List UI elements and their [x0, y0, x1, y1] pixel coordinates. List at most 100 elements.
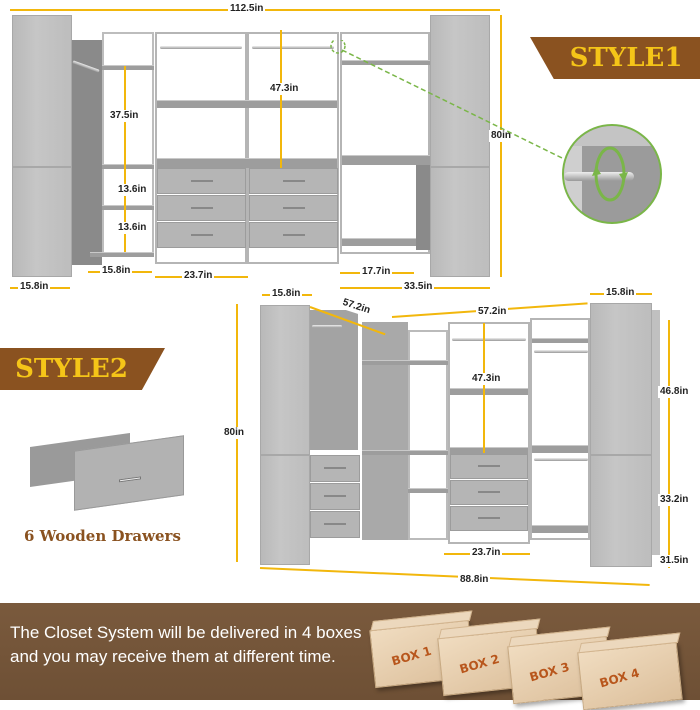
hanging-rod: [534, 458, 588, 461]
style1-corner-width-label: 15.8in: [100, 265, 133, 277]
rotate-arrow-icon: [592, 146, 628, 202]
drawer-handle-icon: [190, 179, 213, 182]
drawer-handle-icon: [478, 491, 500, 494]
drawer: [310, 483, 360, 510]
shelf: [532, 338, 588, 343]
shelf: [342, 60, 430, 65]
style2-right-side: [652, 310, 660, 555]
style2-right-tower-upper: [590, 303, 652, 455]
hanging-rod: [534, 350, 588, 353]
style1-banner: STYLE1: [530, 37, 700, 79]
style1-shelf-height-1-label: 13.6in: [116, 184, 149, 196]
rod-rotation-detail: [562, 124, 662, 224]
style1-left-tower-width-label: 15.8in: [18, 281, 51, 293]
hanging-rod: [452, 338, 526, 341]
drawer: [157, 222, 246, 248]
style2-depth-label: 31.5in: [658, 555, 691, 567]
drawer-handle-icon: [324, 495, 346, 498]
hanging-rod: [564, 172, 634, 181]
style1-left-tower-lower: [12, 167, 72, 277]
style1-right-side-shelves: [416, 165, 430, 250]
drawer-handle-icon: [282, 233, 305, 236]
drawer: [450, 454, 528, 479]
shelf: [532, 525, 588, 533]
drawer-handle-icon: [478, 517, 500, 520]
style2-height-label: 80in: [222, 427, 247, 439]
dimension-line: [280, 30, 282, 168]
shelf: [102, 65, 154, 70]
style2-right-tower-lower: [590, 455, 652, 567]
shelf: [408, 488, 448, 493]
shelf: [102, 164, 154, 169]
drawer: [310, 511, 360, 538]
shelf: [450, 388, 528, 395]
dimension-line: [124, 66, 126, 252]
style1-center-height-label: 47.3in: [268, 83, 301, 95]
drawer: [450, 480, 528, 505]
style1-shelf-height-2-label: 13.6in: [116, 222, 149, 234]
style1-right-inner-width-label: 17.7in: [360, 266, 393, 278]
style1-hanging-height-label: 37.5in: [108, 110, 141, 122]
style1-right-tower-lower: [430, 167, 490, 277]
style1-total-width-label: 112.5in: [228, 3, 266, 15]
hanging-rod: [252, 46, 334, 49]
style2-corner-unit: [362, 322, 408, 540]
dimension-line: [500, 15, 502, 277]
style1-drawer-width-label: 23.7in: [182, 270, 215, 282]
style2-right-lower-height-label: 33.2in: [658, 494, 691, 506]
style2-center-width-label: 57.2in: [476, 306, 509, 318]
drawer: [249, 168, 338, 194]
drawer: [157, 168, 246, 194]
hanging-rod: [160, 46, 242, 49]
style2-banner: STYLE2: [0, 348, 165, 390]
drawer-handle-icon: [282, 179, 305, 182]
drawer-handle-icon: [190, 206, 213, 209]
shelf: [157, 100, 337, 108]
shelf: [157, 158, 337, 168]
style2-center-height-label: 47.3in: [470, 373, 503, 385]
drawer-handle-icon: [282, 206, 305, 209]
box-label: BOX 1: [390, 643, 434, 669]
style1-height-label: 80in: [489, 130, 514, 142]
style1-banner-text: STYLE1: [569, 43, 683, 73]
drawer-handle-icon: [324, 523, 346, 526]
drawer: [450, 506, 528, 531]
style2-drawer-width-label: 23.7in: [470, 547, 503, 559]
style2-right-tower-width-label: 15.8in: [604, 287, 637, 299]
delivery-footer: The Closet System will be delivered in 4…: [0, 603, 700, 710]
style1-right-tower-upper: [430, 15, 490, 167]
style2-total-width-label: 88.8in: [458, 574, 491, 586]
shelf: [362, 450, 448, 455]
shelf: [450, 447, 528, 454]
dimension-line: [483, 323, 485, 453]
shelf: [532, 445, 588, 453]
drawer-handle-icon: [478, 465, 500, 468]
drawer-caption: 6 Wooden Drawers: [24, 527, 181, 545]
shelf: [102, 205, 154, 210]
callout-dashed-line: [330, 40, 563, 159]
drawer: [249, 222, 338, 248]
style2-corner-shelves: [408, 330, 448, 540]
drawer: [249, 195, 338, 221]
style2-left-tower-width-label: 15.8in: [270, 288, 303, 300]
drawer-handle-icon: [190, 233, 213, 236]
box-label: BOX 4: [598, 665, 642, 691]
style1-right-unit: [340, 32, 430, 254]
dimension-line: [668, 453, 670, 568]
drawer: [157, 195, 246, 221]
shelf: [342, 155, 430, 165]
box-label: BOX 3: [528, 659, 572, 685]
style2-right-upper-height-label: 46.8in: [658, 386, 691, 398]
dimension-line: [259, 567, 650, 587]
style2-left-tower-upper: [260, 305, 310, 455]
drawer: [310, 455, 360, 482]
delivery-text: The Closet System will be delivered in 4…: [10, 623, 362, 666]
shelf: [90, 252, 154, 257]
shelf: [342, 238, 430, 246]
drawer-handle-icon: [324, 467, 346, 470]
box-label: BOX 2: [458, 651, 502, 677]
style2-right-hang-unit: [530, 318, 590, 540]
style1-right-width-label: 33.5in: [402, 281, 435, 293]
style2-banner-text: STYLE2: [15, 354, 128, 384]
style1-corner-inner: [72, 40, 102, 265]
